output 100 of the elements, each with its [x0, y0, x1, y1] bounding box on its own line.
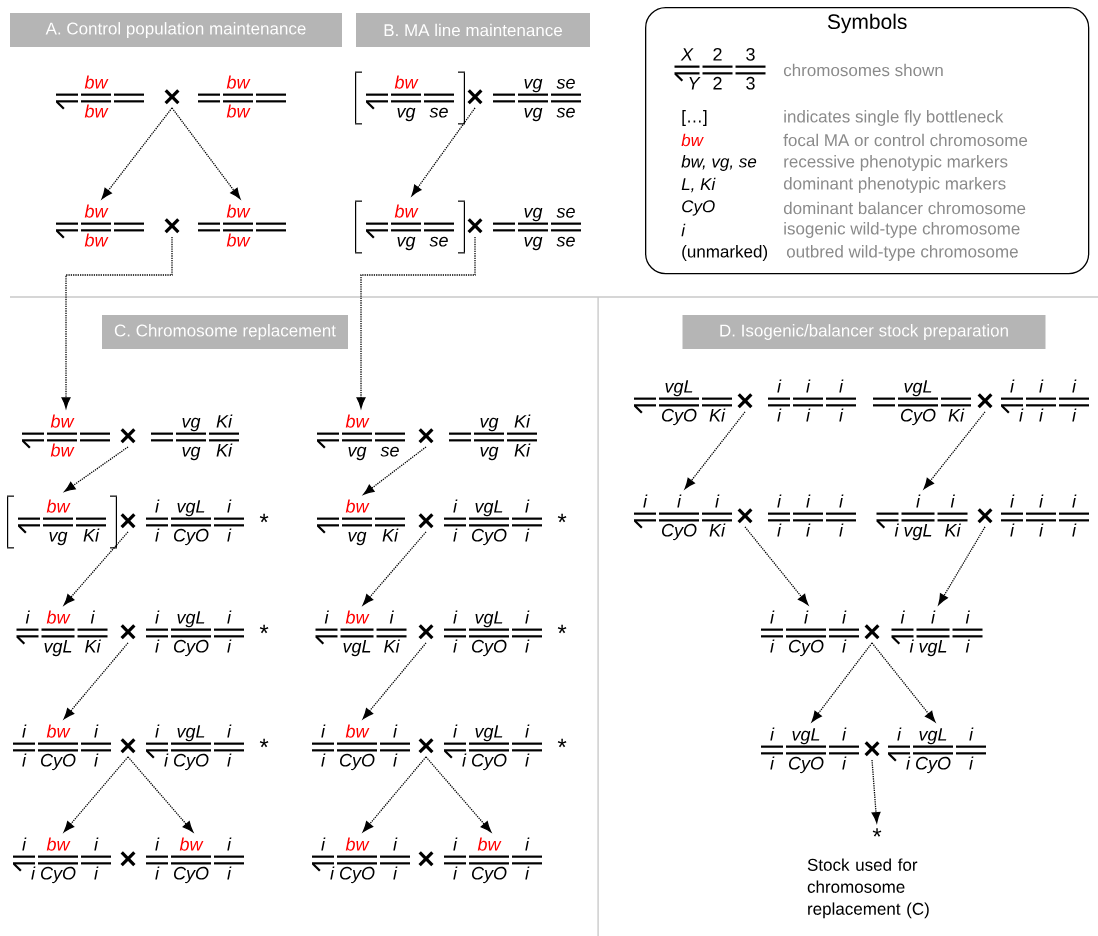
genotype-notation: i i i CyO i i — [761, 610, 859, 657]
asterisk-mark: * — [557, 624, 567, 634]
genotype-notation: i i vgL CyO i i — [761, 727, 859, 774]
genotype-notation: bw vg se — [317, 414, 405, 461]
genotype-notation: bw bw — [198, 204, 286, 247]
cross-symbol: × — [977, 393, 993, 409]
genotype-notation: i i i vgL i i — [891, 610, 983, 657]
genotype-notation: i i vgL CyO i i — [444, 610, 542, 657]
genotype-notation: vgL CyO Ki — [873, 380, 971, 426]
genotype-notation: vg vg se se — [493, 207, 581, 251]
genotype-notation: i i bw CyO i i — [146, 837, 244, 884]
cross-symbol: × — [120, 738, 136, 754]
genotype-notation: i i bw CyO i i — [312, 837, 410, 884]
arrow — [362, 531, 427, 606]
genotype-notation: vgL CyO Ki — [634, 380, 732, 426]
arrow — [744, 526, 809, 606]
genotype-notation: i i i i i i — [768, 379, 856, 422]
cross-symbol: × — [418, 513, 434, 529]
genotype-notation: vg vg Ki Ki — [151, 414, 239, 461]
asterisk-mark: * — [557, 513, 567, 523]
cross-symbol: × — [418, 738, 434, 754]
cross-symbol: × — [467, 218, 483, 234]
arrow — [61, 236, 173, 409]
key-description: indicates single fly bottleneck — [784, 110, 1004, 126]
cross-symbol: × — [737, 508, 753, 524]
section-title: B. MA line maintenance — [356, 13, 590, 47]
arrow — [811, 642, 873, 723]
symbol-key: CyO — [682, 200, 715, 216]
stock-note: * Stock used for chromosome replacement (C) — [807, 828, 929, 919]
arrow — [684, 411, 746, 490]
arrow — [411, 107, 476, 197]
arrow — [63, 531, 129, 606]
arrow — [127, 756, 194, 833]
arrow — [425, 756, 492, 833]
arrow — [871, 759, 881, 824]
asterisk-mark: * — [259, 624, 269, 634]
arrow — [938, 526, 986, 605]
arrow — [171, 107, 241, 200]
genotype-notation: bw vg se — [354, 200, 466, 254]
cross-symbol: × — [418, 851, 434, 867]
cross-symbol: × — [120, 513, 136, 529]
genotype-notation: bw bw — [198, 75, 286, 118]
arrow — [871, 642, 936, 723]
key-description: dominant phenotypic markers — [783, 177, 1006, 193]
genotype-notation: i i bw CyO i i — [13, 724, 111, 771]
arrow — [356, 236, 476, 409]
cross-symbol: × — [120, 428, 136, 444]
arrow — [63, 642, 129, 720]
symbol-key: i — [681, 223, 686, 237]
arrow — [923, 411, 986, 490]
genotype-notation: i i vgL CyO i i — [146, 610, 244, 657]
key-description: dominant balancer chromosome — [783, 201, 1026, 215]
genotype-notation: vg vg Ki Ki — [449, 414, 537, 461]
genotype-notation: i i bw CyO i i — [13, 837, 111, 884]
cross-symbol: × — [164, 218, 180, 234]
genotype-notation: i i i i i i — [1001, 494, 1089, 537]
genotype-notation: i bw vgL i Ki — [16, 610, 108, 657]
genotype-notation: i i vgL i Ki — [876, 494, 968, 541]
genotype-notation: X Y 2 2 3 3 — [674, 47, 766, 90]
cross-symbol: × — [418, 624, 434, 640]
cross-symbol: × — [977, 508, 993, 524]
arrow — [63, 756, 129, 833]
genotype-notation: i bw vgL i Ki — [315, 610, 407, 657]
key-description: isogenic wild-type chromosome — [784, 222, 1020, 238]
arrow — [363, 446, 427, 495]
asterisk-mark: * — [259, 738, 269, 748]
genotype-notation: i i vgL CyO i i — [146, 724, 244, 771]
cross-symbol: × — [467, 89, 483, 105]
genotype-notation: i i i i i i — [768, 494, 856, 537]
genotype-notation: i i vgL CyO i i — [146, 499, 244, 546]
key-description: focal MA or control chromosome — [783, 133, 1028, 147]
cross-symbol: × — [737, 393, 753, 409]
symbol-key: […] — [682, 110, 707, 126]
genotype-notation: bw bw — [56, 75, 144, 118]
asterisk-mark: * — [557, 738, 567, 748]
asterisk-mark: * — [259, 513, 269, 523]
key-description: outbred wild-type chromosome — [786, 245, 1018, 261]
symbol-key: bw, vg, se — [681, 155, 757, 171]
genotype-notation: bw vg Ki — [6, 495, 118, 549]
cross-symbol: × — [120, 624, 136, 640]
genotype-notation: i i vgL CyO i i — [444, 724, 542, 771]
arrow — [101, 107, 173, 200]
arrow — [64, 446, 129, 492]
arrow — [362, 642, 427, 720]
genotype-notation: vg vg se se — [493, 78, 581, 122]
genotype-notation: i i bw CyO i i — [444, 837, 542, 884]
genotype-notation: bw vg Ki — [317, 499, 405, 546]
key-description: recessive phenotypic markers — [784, 155, 1008, 171]
symbol-key: L, Ki — [681, 177, 716, 193]
section-title: D. Isogenic/balancer stock preparation — [682, 315, 1046, 349]
section-title: C. Chromosome replacement — [102, 315, 348, 349]
cross-symbol: × — [864, 741, 880, 757]
genotype-notation: i i CyO i Ki — [634, 494, 732, 541]
cross-symbol: × — [164, 89, 180, 105]
section-title: A. Control population maintenance — [10, 13, 342, 47]
symbol-key: (unmarked) — [682, 245, 768, 261]
symbol-key: bw — [681, 133, 704, 147]
cross-symbol: × — [864, 624, 880, 640]
genotype-notation: i i vgL CyO i i — [888, 727, 986, 774]
cross-symbol: × — [418, 428, 434, 444]
